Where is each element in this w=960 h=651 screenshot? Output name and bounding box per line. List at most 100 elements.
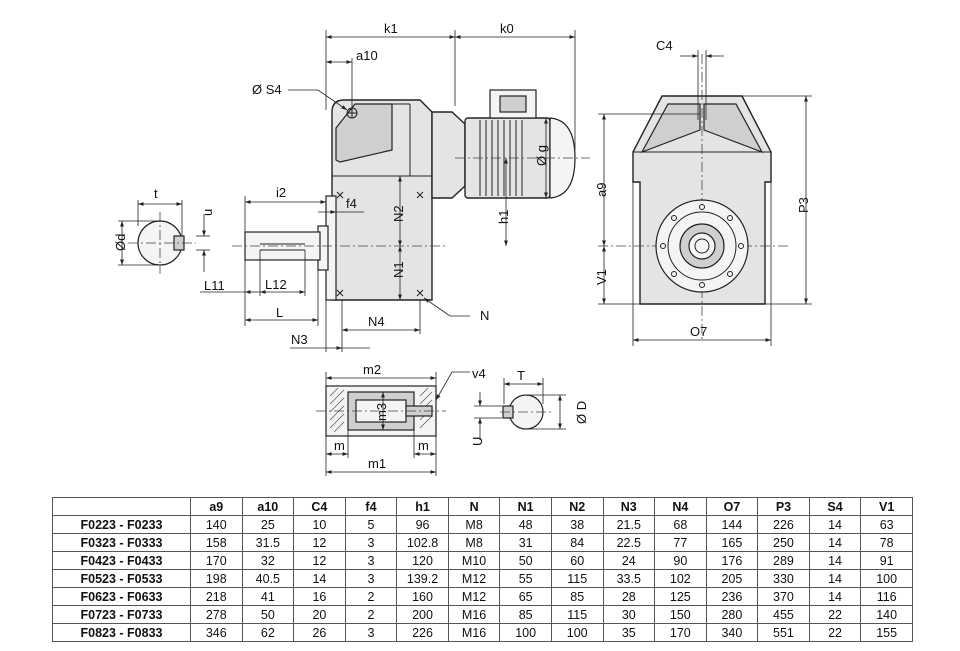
table-cell: 340 [705,623,759,642]
table-header-n: N [447,497,501,516]
table-cell: 84 [550,533,604,552]
table-cell: 30 [602,605,656,624]
label-l: L [276,305,283,320]
table-cell: 158 [190,533,243,552]
table-cell: 200 [396,605,449,624]
table-cell: 21.5 [602,515,656,534]
front-face-right [703,103,764,154]
table-cell: 14 [808,533,862,552]
side-view: k1 k0 a10 Ø S4 t u Ød i2 f4 [113,21,590,352]
table-cell: 346 [190,623,243,642]
table-cell: 85 [550,587,604,606]
table-cell: 115 [550,569,604,588]
table-cell: 170 [654,623,707,642]
table-cell: 55 [499,569,552,588]
table-cell: 31 [499,533,552,552]
table-cell: 12 [293,533,346,552]
label-f4: f4 [346,196,357,211]
label-m2: m2 [363,362,381,377]
model-cell: F0623 - F0633 [52,587,191,606]
table-cell: 236 [705,587,759,606]
table-cell: 100 [499,623,552,642]
table-cell: 551 [757,623,810,642]
table-cell: 100 [860,569,913,588]
table-cell: 20 [293,605,346,624]
label-a10: a10 [356,48,378,63]
table-cell: 40.5 [241,569,295,588]
table-cell: 140 [860,605,913,624]
table-cell: 5 [344,515,398,534]
table-cell: 278 [190,605,243,624]
table-cell: M16 [447,623,501,642]
label-t: t [154,186,158,201]
label-o7: O7 [690,324,707,339]
label-T: T [517,368,525,383]
table-header-v1: V1 [860,497,913,516]
label-n1: N1 [391,261,406,278]
table-header-f4: f4 [344,497,398,516]
label-u: u [200,209,215,216]
table-header-c4: C4 [293,497,346,516]
table-cell: M12 [447,569,501,588]
label-m-left: m [334,438,345,453]
table-cell: 12 [293,551,346,570]
table-cell: 115 [550,605,604,624]
table-cell: 205 [705,569,759,588]
table-cell: 2 [344,587,398,606]
table-cell: 14 [808,587,862,606]
table-cell: 32 [241,551,295,570]
label-v4: v4 [472,366,486,381]
table-cell: 289 [757,551,810,570]
table-cell: 160 [396,587,449,606]
table-cell: M8 [447,533,501,552]
table-cell: 176 [705,551,759,570]
label-m3: m3 [374,403,389,421]
table-header-o7: O7 [705,497,759,516]
table-cell: 120 [396,551,449,570]
front-shaft [688,232,716,260]
table-header-n4: N4 [654,497,707,516]
table-cell: 370 [757,587,810,606]
label-D: Ø D [574,401,589,424]
label-l11: L11 [204,278,225,293]
table-cell: 144 [705,515,759,534]
table-cell: 25 [241,515,295,534]
gear-motor-drawing: k1 k0 a10 Ø S4 t u Ød i2 f4 [113,21,812,476]
table-cell: 116 [860,587,913,606]
label-d: Ød [113,234,128,251]
table-cell: 330 [757,569,810,588]
label-v1: V1 [594,269,609,285]
table-cell: 35 [602,623,656,642]
motor-fan-cover [549,117,576,199]
table-cell: 455 [757,605,810,624]
label-a9: a9 [594,183,609,197]
table-cell: 90 [654,551,707,570]
table-cell: 22.5 [602,533,656,552]
table-cell: 50 [499,551,552,570]
table-cell: 198 [190,569,243,588]
table-cell: 100 [550,623,604,642]
table-cell: 250 [757,533,810,552]
label-l12: L12 [265,277,287,292]
table-cell: M8 [447,515,501,534]
table-header-n1: N1 [499,497,552,516]
table-header-n2: N2 [550,497,604,516]
table-cell: 3 [344,551,398,570]
table-cell: 139.2 [396,569,449,588]
label-m-right: m [418,438,429,453]
model-cell: F0423 - F0433 [52,551,191,570]
table-cell: 226 [757,515,810,534]
table-cell: 3 [344,533,398,552]
label-k0: k0 [500,21,514,36]
table-cell: 155 [860,623,913,642]
model-cell: F0823 - F0833 [52,623,191,642]
table-header-p3: P3 [757,497,810,516]
label-n4: N4 [368,314,385,329]
